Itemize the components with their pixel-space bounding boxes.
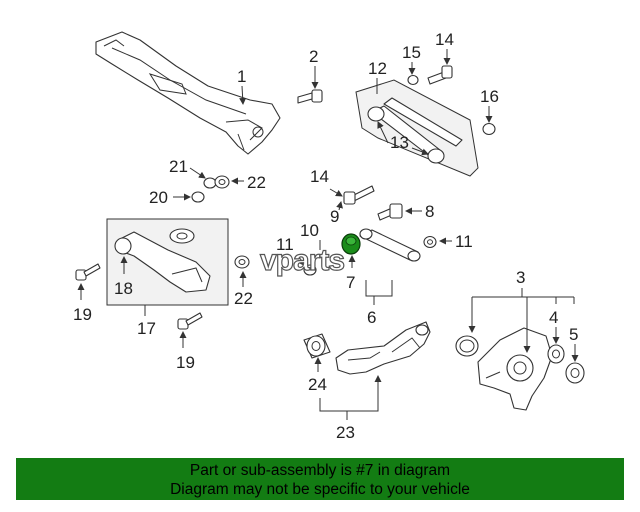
- suspension-parts-diagram: 1 2 12 13 14 15 16 21 22 20: [73, 30, 585, 442]
- watermark-logo: vparts: [260, 244, 344, 277]
- footer-line-1: Part or sub-assembly is #7 in diagram: [189, 462, 451, 479]
- callout-14-top: 14: [435, 30, 454, 49]
- washer-21-part[interactable]: [203, 177, 217, 189]
- lower-arm-part[interactable]: [117, 228, 211, 293]
- nut-11-right-part[interactable]: [423, 235, 437, 249]
- callout-23: 23: [336, 423, 355, 442]
- upper-link-part[interactable]: [367, 97, 463, 164]
- callout-24: 24: [308, 375, 327, 394]
- trailing-arm-part[interactable]: [335, 321, 431, 375]
- bolt-19-left-part[interactable]: [75, 263, 101, 281]
- callout-19-bottom: 19: [176, 353, 195, 372]
- callout-1: 1: [237, 67, 246, 86]
- nut-22-lower-part[interactable]: [234, 255, 250, 269]
- callout-8: 8: [425, 202, 434, 221]
- callout-6: 6: [367, 308, 376, 327]
- callout-16: 16: [480, 87, 499, 106]
- seal-ring-part[interactable]: [455, 335, 479, 357]
- callout-7: 7: [346, 273, 355, 292]
- callout-5: 5: [569, 325, 578, 344]
- callout-22-lower: 22: [234, 289, 253, 308]
- knuckle-part[interactable]: [477, 327, 553, 411]
- callout-13: 13: [390, 133, 409, 152]
- bushing-18-part[interactable]: [114, 237, 132, 255]
- crossmember-part[interactable]: [95, 31, 281, 155]
- callout-19-left: 19: [73, 305, 92, 324]
- bushing-5-part[interactable]: [565, 362, 585, 384]
- callout-17: 17: [137, 319, 156, 338]
- footer-line-2: Diagram may not be specific to your vehi…: [170, 481, 470, 498]
- nut-16-part[interactable]: [482, 122, 496, 136]
- callout-21: 21: [169, 157, 188, 176]
- nut-22-upper-part[interactable]: [214, 175, 230, 189]
- washer-15-part[interactable]: [407, 74, 419, 86]
- upper-link-box: [355, 79, 479, 177]
- bolt-8-part[interactable]: [377, 203, 403, 221]
- callout-15: 15: [402, 43, 421, 62]
- bolt-14-mid-part[interactable]: [343, 185, 375, 205]
- callout-14-mid: 14: [310, 167, 329, 186]
- callout-12: 12: [368, 59, 387, 78]
- bushing-7-highlighted-part[interactable]: [341, 233, 361, 255]
- callout-4: 4: [549, 308, 558, 327]
- nut-11-left-part[interactable]: [303, 264, 317, 276]
- washer-20-part[interactable]: [191, 191, 205, 203]
- footer-banner: Part or sub-assembly is #7 in diagram Di…: [16, 458, 624, 500]
- bolt-2-part[interactable]: [297, 89, 323, 104]
- callout-10: 10: [300, 221, 319, 240]
- bolt-19-bottom-part[interactable]: [177, 312, 203, 330]
- bolt-14-top-part[interactable]: [427, 65, 453, 85]
- callout-18: 18: [114, 279, 133, 298]
- callout-9: 9: [330, 207, 339, 226]
- callout-20: 20: [149, 188, 168, 207]
- callout-22-upper: 22: [247, 173, 266, 192]
- callout-11-right: 11: [455, 232, 473, 251]
- callout-11-left: 11: [276, 235, 294, 254]
- callout-3: 3: [516, 268, 525, 287]
- lateral-link-part[interactable]: [359, 228, 421, 262]
- callout-2: 2: [309, 47, 318, 66]
- bushing-4-part[interactable]: [547, 344, 565, 364]
- bushing-24-part[interactable]: [303, 333, 331, 359]
